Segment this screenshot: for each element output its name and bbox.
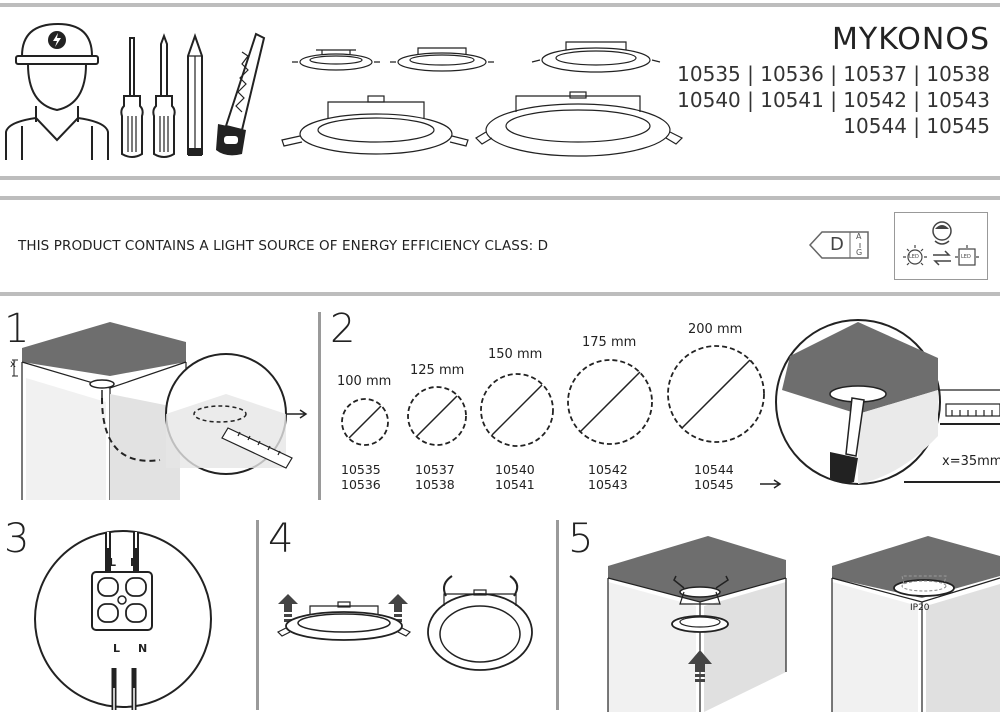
step-3-number: 3 <box>4 516 30 562</box>
downlight-icon <box>281 41 684 157</box>
size-label-100: 100 mm <box>337 374 392 389</box>
step-3-terminal-block-drawing <box>34 530 212 710</box>
size-codes-150: 10540 10541 <box>495 462 535 492</box>
energy-class-statement: THIS PRODUCT CONTAINS A LIGHT SOURCE OF … <box>18 238 549 254</box>
size-code: 10541 <box>495 477 535 492</box>
size-code: 10535 <box>341 462 381 477</box>
size-label-175: 175 mm <box>582 335 637 350</box>
size-code: 10544 <box>694 462 734 477</box>
energy-label-icon: D A G <box>808 230 870 260</box>
size-label-125: 125 mm <box>410 363 465 378</box>
step-1-number: 1 <box>4 306 30 352</box>
step-1-2-separator <box>318 312 321 500</box>
led-label-right: LED <box>961 254 971 260</box>
energy-class-letter: D <box>830 234 844 255</box>
step-4-number: 4 <box>268 516 294 562</box>
saw-icon <box>216 32 266 156</box>
step-2-cutout-circles <box>341 345 765 447</box>
step-5-insert-drawing <box>607 536 787 712</box>
size-codes-200: 10544 10545 <box>694 462 734 492</box>
size-label-150: 150 mm <box>488 347 543 362</box>
step-3-4-separator <box>256 520 259 710</box>
size-code: 10545 <box>694 477 734 492</box>
energy-top-rule <box>0 196 1000 200</box>
flat-screwdriver-icon <box>120 37 144 158</box>
step-1-x-label: x <box>10 359 16 370</box>
size-code: 10542 <box>588 462 628 477</box>
led-label-left: LED <box>909 254 919 260</box>
size-code: 10536 <box>341 477 381 492</box>
electrician-icon <box>5 22 109 160</box>
step-4-spring-clips-drawing <box>276 575 533 671</box>
neutral-label-bottom: N <box>138 642 148 655</box>
live-label-bottom: L <box>113 642 121 655</box>
phillips-screwdriver-icon <box>152 33 176 158</box>
depth-label: x=35mm <box>942 454 1000 469</box>
product-codes-line-3: 10544 | 10545 <box>843 114 990 138</box>
size-code: 10543 <box>588 477 628 492</box>
step-2-number: 2 <box>330 306 356 352</box>
energy-scale-top: A <box>856 232 862 241</box>
size-code: 10538 <box>415 477 455 492</box>
step-5-installed-drawing <box>831 536 1000 712</box>
product-name: MYKONOS <box>832 22 990 57</box>
size-codes-175: 10542 10543 <box>588 462 628 492</box>
size-codes-125: 10537 10538 <box>415 462 455 492</box>
product-codes-line-1: 10535 | 10536 | 10537 | 10538 <box>677 62 990 86</box>
step-4-5-separator <box>556 520 559 710</box>
energy-scale-bottom: G <box>856 248 863 257</box>
ip-rating-label: IP20 <box>910 603 930 613</box>
live-label-top: L <box>109 556 117 569</box>
product-codes-line-2: 10540 | 10541 | 10542 | 10543 <box>677 88 990 112</box>
neutral-label-top: N <box>130 556 140 569</box>
step-5-number: 5 <box>568 516 594 562</box>
header-bottom-rule <box>0 176 1000 180</box>
size-code: 10537 <box>415 462 455 477</box>
pencil-icon <box>187 32 203 156</box>
size-label-200: 200 mm <box>688 322 743 337</box>
top-rule <box>0 3 1000 7</box>
size-code: 10540 <box>495 462 535 477</box>
energy-bottom-rule <box>0 292 1000 296</box>
step-2-saw-detail <box>760 319 1000 489</box>
step-1-ceiling-cut-drawing <box>12 322 308 500</box>
size-codes-100: 10535 10536 <box>341 462 381 492</box>
replaceable-led-icon: LED LED <box>894 212 988 280</box>
